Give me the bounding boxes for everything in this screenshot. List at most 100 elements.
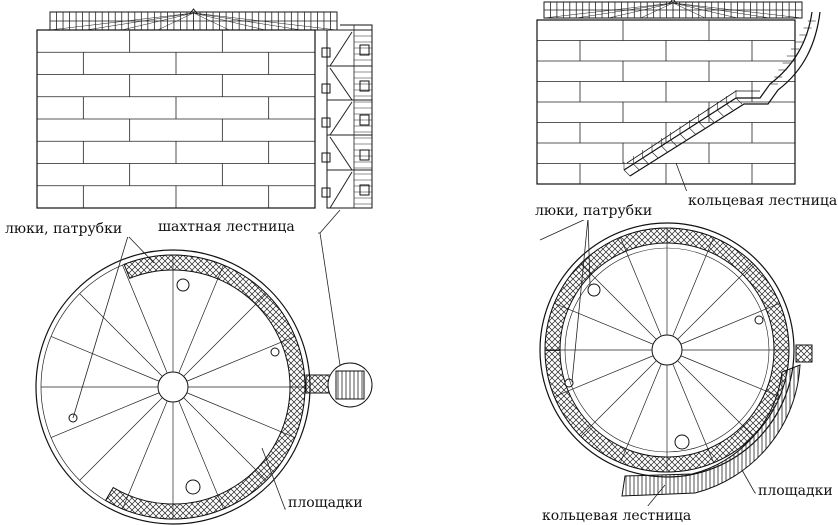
roof-radial xyxy=(50,336,160,382)
roof-rafter xyxy=(672,2,738,19)
label-shaft-stair: шахтная лестница xyxy=(158,219,295,235)
platform-band xyxy=(104,254,306,520)
tower-door xyxy=(359,149,370,161)
roof-railing xyxy=(543,0,803,19)
roof-rafter xyxy=(193,12,230,31)
roof-radial xyxy=(580,263,657,340)
roof-railing xyxy=(49,8,338,31)
roof-radial xyxy=(672,363,715,463)
leader-hatches-left xyxy=(72,235,155,419)
stair-step xyxy=(633,163,640,171)
roof-radial xyxy=(122,400,168,510)
roof-rafter xyxy=(193,12,338,31)
text-labels: люки, патрубки шахтная лестница площадки… xyxy=(3,191,837,524)
roof-radial xyxy=(619,363,662,463)
flight xyxy=(329,171,353,209)
label-hatches-left: люки, патрубки xyxy=(5,221,122,237)
left-elevation xyxy=(36,8,373,209)
tower-door xyxy=(359,44,370,56)
stair-step xyxy=(642,157,649,165)
roof-radial xyxy=(554,355,654,398)
ring-stair-elevation xyxy=(623,11,821,177)
hatch-opening xyxy=(185,479,201,495)
nozzle xyxy=(270,347,280,357)
shaft-hatch xyxy=(321,187,331,198)
stair-step xyxy=(707,115,715,123)
roof-rafter xyxy=(640,2,674,19)
tower-frame xyxy=(326,24,373,209)
stair-landing xyxy=(795,344,813,363)
roof-rafter xyxy=(672,2,803,19)
stair-step xyxy=(651,151,659,159)
roof-rafter xyxy=(672,2,706,19)
tower-door xyxy=(359,80,370,92)
roof-radial xyxy=(183,397,267,481)
shaft-hatch xyxy=(321,47,331,58)
inner-ring xyxy=(564,247,770,453)
roof-rafter xyxy=(543,2,674,19)
shaft-hatch xyxy=(321,152,331,163)
stair-step xyxy=(623,169,631,177)
roof-rafter xyxy=(672,2,770,19)
stair-step xyxy=(679,133,687,141)
right-plan-view xyxy=(539,222,813,497)
hatch-opening xyxy=(674,434,690,450)
roof-radial xyxy=(178,264,224,374)
stair-stringer-high xyxy=(629,11,821,177)
roof-rafter xyxy=(85,12,194,31)
roof-rafter xyxy=(49,12,194,31)
roof-rafter xyxy=(193,12,302,31)
left-plan-view xyxy=(35,249,373,525)
label-hatches-right: люки, патрубки xyxy=(535,203,652,219)
stair-step xyxy=(735,97,743,105)
stair-stringer-low xyxy=(623,11,813,171)
flight xyxy=(329,67,353,101)
flight xyxy=(329,101,353,136)
roof-radial xyxy=(619,237,662,337)
roof-radial xyxy=(672,237,715,337)
shaft-plan-stair xyxy=(335,370,365,400)
roof-rafter xyxy=(576,2,674,19)
stair-step xyxy=(698,121,705,129)
shaft-stair-tower xyxy=(321,24,373,209)
stair-step xyxy=(726,103,733,111)
label-ring-stair-bottom: кольцевая лестница xyxy=(542,508,691,524)
nozzle xyxy=(754,315,764,325)
label-platforms-left: площадки xyxy=(288,495,363,511)
central-hub xyxy=(651,334,683,366)
roof-radial xyxy=(554,302,654,345)
stair-step xyxy=(717,109,724,117)
roof-radial xyxy=(680,302,780,345)
roof-radial xyxy=(178,400,224,510)
roof-radial xyxy=(79,293,163,377)
roof-apex xyxy=(668,0,678,5)
flight xyxy=(329,31,353,67)
label-platforms-right: площадки xyxy=(758,483,833,499)
roof-rafter xyxy=(608,2,674,19)
roof-radial xyxy=(122,264,168,374)
roof-apex xyxy=(189,8,198,15)
roof-radial xyxy=(186,336,296,382)
tower-door xyxy=(359,184,370,196)
roof-rafter xyxy=(193,12,266,31)
roof-rafter xyxy=(121,12,194,31)
roof-radial xyxy=(580,360,657,437)
wall-panels xyxy=(37,30,315,208)
roof-radial xyxy=(183,293,267,377)
roof-radial xyxy=(680,355,780,398)
roof-radial xyxy=(186,392,296,438)
stair-step xyxy=(670,139,677,147)
central-hub xyxy=(157,371,189,403)
ring-stair-plan xyxy=(621,364,801,497)
stair-step xyxy=(689,127,696,135)
tower-door xyxy=(359,114,370,126)
platform-band xyxy=(544,227,790,473)
roof-radial xyxy=(79,397,163,481)
wall-panels xyxy=(537,20,795,184)
stair-step xyxy=(661,145,668,153)
flight xyxy=(329,136,353,171)
roof-rafter xyxy=(157,12,194,31)
shaft-hatch xyxy=(321,117,331,128)
